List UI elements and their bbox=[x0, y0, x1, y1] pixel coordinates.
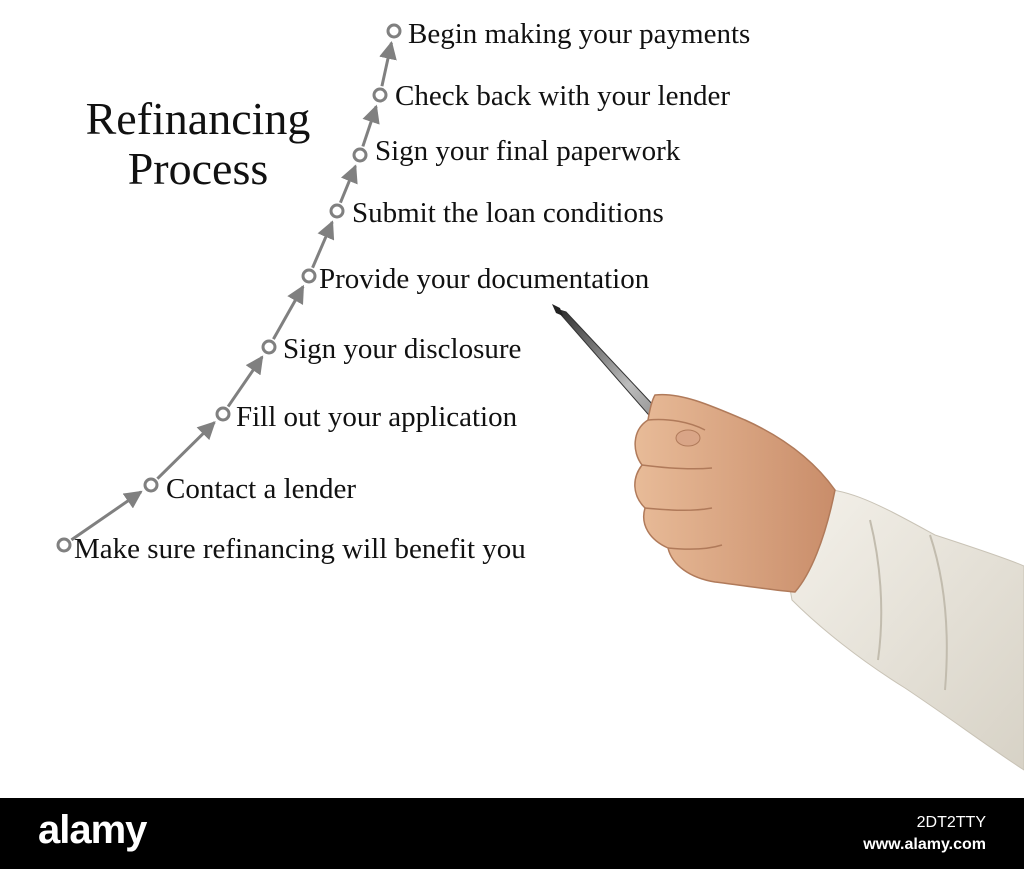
title-line-1: Refinancing bbox=[85, 93, 311, 144]
step-label-3: Fill out your application bbox=[236, 401, 518, 433]
circle-node-icon bbox=[329, 203, 345, 219]
circle-node-icon bbox=[372, 87, 388, 103]
diagram-title: Refinancing Process bbox=[48, 94, 348, 194]
arrow-up-right-icon bbox=[339, 164, 358, 204]
arrow-up-right-icon bbox=[70, 490, 143, 542]
sleeve bbox=[786, 487, 1024, 771]
arrow-up-right-icon bbox=[379, 40, 397, 87]
arrow-up-right-icon bbox=[311, 220, 335, 269]
title-line-2: Process bbox=[127, 143, 269, 194]
circle-node-icon bbox=[215, 406, 231, 422]
step-label-9: Begin making your payments bbox=[408, 18, 751, 50]
arrow-up-right-icon bbox=[156, 421, 216, 480]
image-id: 2DT2TTY bbox=[916, 814, 986, 831]
site-url: www.alamy.com bbox=[863, 836, 986, 853]
arrow-up-right-icon bbox=[272, 284, 305, 340]
circle-node-icon bbox=[386, 23, 402, 39]
circle-node-icon bbox=[301, 268, 317, 284]
step-label-1: Make sure refinancing will benefit you bbox=[74, 533, 526, 565]
circle-node-icon bbox=[261, 339, 277, 355]
brand-logo: alamy bbox=[38, 808, 147, 852]
circle-node-icon bbox=[352, 147, 368, 163]
step-label-4: Sign your disclosure bbox=[283, 333, 522, 365]
arrow-up-right-icon bbox=[226, 355, 264, 408]
step-label-2: Contact a lender bbox=[166, 473, 357, 505]
hand-icon bbox=[634, 393, 836, 593]
circle-node-icon bbox=[56, 537, 72, 553]
circle-node-icon bbox=[143, 477, 159, 493]
step-label-8: Check back with your lender bbox=[395, 80, 731, 112]
step-label-5: Provide your documentation bbox=[319, 263, 650, 295]
hand-with-pen bbox=[552, 304, 1024, 771]
step-label-7: Sign your final paperwork bbox=[375, 135, 681, 167]
footer-bar bbox=[0, 798, 1024, 869]
step-label-6: Submit the loan conditions bbox=[352, 197, 664, 229]
arrow-up-right-icon bbox=[361, 104, 380, 147]
step-connectors bbox=[56, 23, 402, 553]
